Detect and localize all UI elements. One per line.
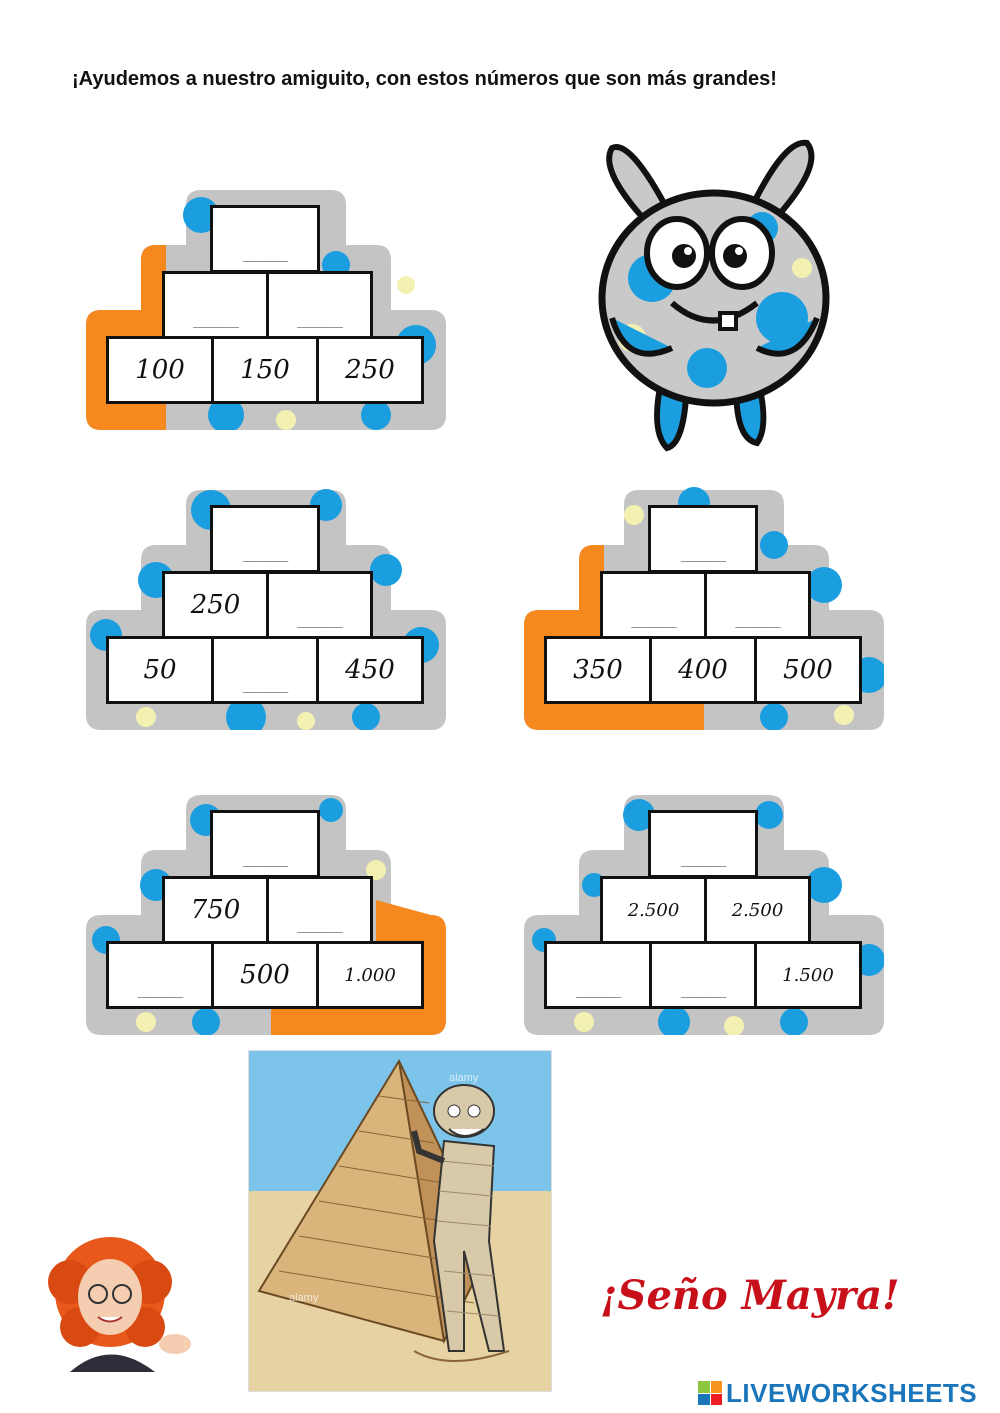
liveworksheets-badge-icon	[698, 1381, 722, 1405]
pyramid-5-middle-right-cell: 2.500	[704, 876, 811, 944]
pyramid-5-top-cell[interactable]: ______	[648, 810, 758, 878]
pyramid-1-middle-left-cell[interactable]: ______	[162, 271, 269, 339]
pyramid-4-bottom-middle-cell: 500	[211, 941, 319, 1009]
number-pyramid-5: ______ 2.500 2.500 ______ ______ 1.500	[524, 790, 884, 1035]
number-pyramid-1: ______ ______ ______ 100 150 250	[86, 185, 446, 430]
pyramid-2-middle-right-cell[interactable]: ______	[266, 571, 373, 639]
pyramid-4-top-cell[interactable]: ______	[210, 810, 320, 878]
pyramid-3-bottom-right-cell: 500	[754, 636, 862, 704]
watermark-text: alamy	[449, 1072, 479, 1084]
pyramid-3-bottom-left-cell: 350	[544, 636, 652, 704]
pyramid-2-bottom-left-cell: 50	[106, 636, 214, 704]
signature: ¡Seño Mayra!	[600, 1272, 900, 1319]
pyramid-2-bottom-middle-cell[interactable]: ______	[211, 636, 319, 704]
number-pyramid-3: ______ ______ ______ 350 400 500	[524, 485, 884, 730]
pyramid-4-middle-right-cell[interactable]: ______	[266, 876, 373, 944]
pyramid-3-middle-right-cell[interactable]: ______	[704, 571, 811, 639]
pyramid-1-top-cell[interactable]: ______	[210, 205, 320, 273]
pyramid-5-bottom-middle-cell[interactable]: ______	[649, 941, 757, 1009]
number-pyramid-4: ______ 750 ______ ______ 500 1.000	[86, 790, 446, 1035]
number-pyramid-2: ______ 250 ______ 50 ______ 450	[86, 485, 446, 730]
pyramid-1-bottom-left-cell: 100	[106, 336, 214, 404]
mummy-pyramid-illustration: alamy alamy	[248, 1050, 552, 1392]
pyramid-2-middle-left-cell: 250	[162, 571, 269, 639]
pyramid-3-top-cell[interactable]: ______	[648, 505, 758, 573]
pyramid-2-top-cell[interactable]: ______	[210, 505, 320, 573]
pyramid-1-bottom-middle-cell: 150	[211, 336, 319, 404]
pyramid-4-bottom-left-cell[interactable]: ______	[106, 941, 214, 1009]
worksheet-title: ¡Ayudemos a nuestro amiguito, con estos …	[72, 68, 777, 90]
pyramid-4-bottom-right-cell: 1.000	[316, 941, 424, 1009]
pyramid-1-bottom-right-cell: 250	[316, 336, 424, 404]
pyramid-4-middle-left-cell: 750	[162, 876, 269, 944]
pyramid-3-middle-left-cell[interactable]: ______	[600, 571, 707, 639]
pyramid-3-bottom-middle-cell: 400	[649, 636, 757, 704]
pyramid-5-bottom-left-cell[interactable]: ______	[544, 941, 652, 1009]
teacher-avatar-icon	[40, 1232, 200, 1376]
pyramid-5-bottom-right-cell: 1.500	[754, 941, 862, 1009]
pyramid-1-middle-right-cell[interactable]: ______	[266, 271, 373, 339]
pyramid-2-bottom-right-cell: 450	[316, 636, 424, 704]
pyramid-5-middle-left-cell: 2.500	[600, 876, 707, 944]
brand-text: LIVEWORKSHEETS	[726, 1377, 978, 1408]
watermark-text: alamy	[289, 1292, 319, 1304]
blue-spotted-monster-icon	[592, 118, 842, 462]
liveworksheets-logo[interactable]: LIVEWORKSHEETS	[698, 1378, 977, 1408]
